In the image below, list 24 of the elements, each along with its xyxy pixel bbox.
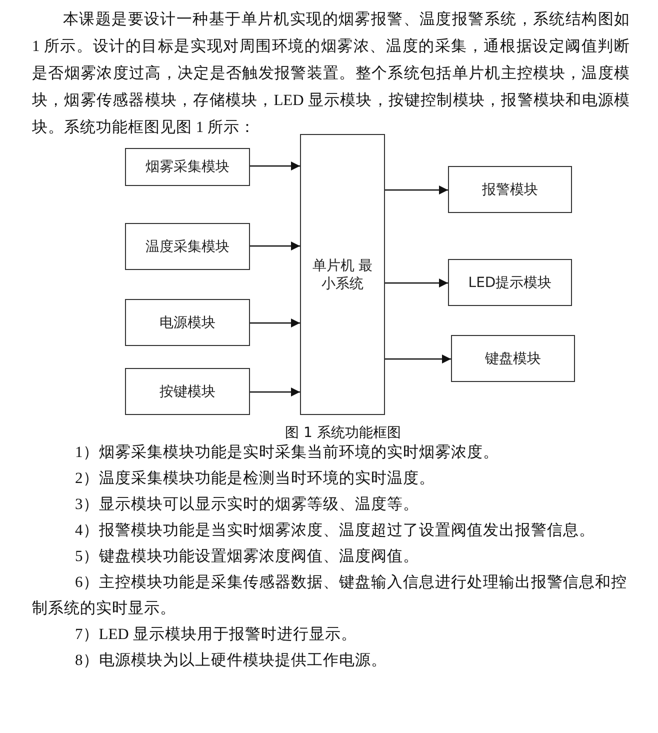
list-item: 6）主控模块功能是采集传感器数据、键盘输入信息进行处理输出报警信息和控制系统的实时显示。 — [32, 572, 628, 619]
arrow — [385, 278, 448, 288]
list-item: 7）LED 显示模块用于报警时进行显示。 — [74, 625, 358, 645]
figure-caption: 图 1 系统功能框图 — [284, 424, 402, 442]
module-box: 报警模块 — [448, 166, 572, 213]
list-item: 3）显示模块可以显示实时的烟雾等级、温度等。 — [74, 495, 420, 515]
arrow — [250, 388, 300, 396]
module-box: LED提示模块 — [448, 259, 572, 306]
arrow — [385, 186, 448, 194]
module-box: 电源模块 — [125, 299, 250, 346]
arrow — [250, 318, 300, 328]
arrow — [250, 242, 300, 250]
arrow — [385, 354, 451, 364]
module-box: 按键模块 — [125, 368, 250, 415]
controller-box: 单片机 最小系统 — [300, 134, 385, 415]
list-item: 8）电源模块为以上硬件模块提供工作电源。 — [74, 651, 388, 671]
list-item: 4）报警模块功能是当实时烟雾浓度、温度超过了设置阀值发出报警信息。 — [74, 521, 596, 541]
list-item: 1）烟雾采集模块功能是实时采集当前环境的实时烟雾浓度。 — [74, 443, 500, 463]
arrow — [250, 162, 300, 170]
module-box: 键盘模块 — [451, 335, 575, 382]
list-item: 2）温度采集模块功能是检测当时环境的实时温度。 — [74, 469, 436, 489]
module-box: 温度采集模块 — [125, 223, 250, 270]
list-item: 5）键盘模块功能设置烟雾浓度阀值、温度阀值。 — [74, 547, 420, 567]
module-box: 烟雾采集模块 — [125, 148, 250, 186]
